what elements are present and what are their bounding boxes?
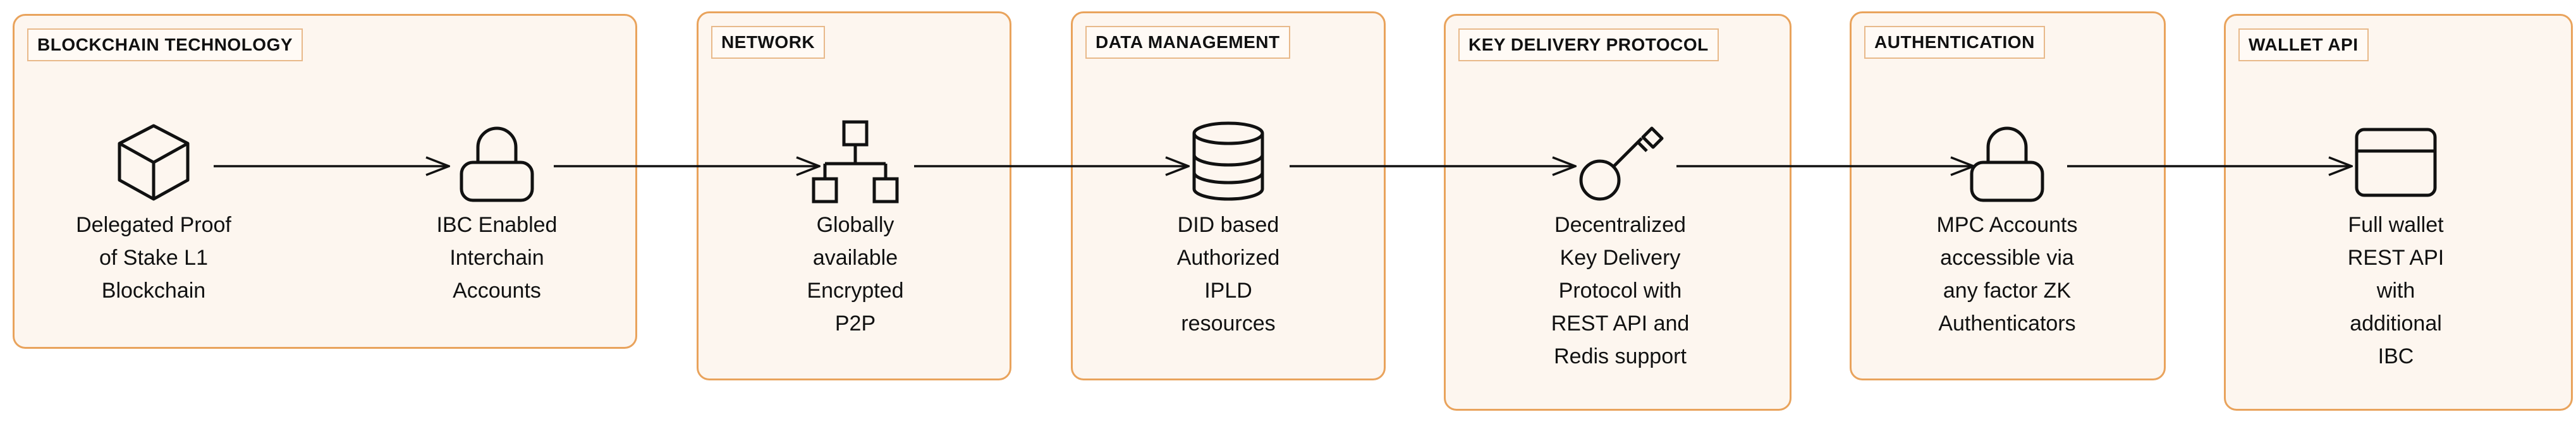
group-key-delivery-protocol: KEY DELIVERY PROTOCOL (1444, 14, 1792, 411)
group-label: KEY DELIVERY PROTOCOL (1458, 28, 1719, 62)
node-label-p2p: Globally available Encrypted P2P (807, 213, 904, 336)
group-label: DATA MANAGEMENT (1085, 26, 1290, 59)
group-label: BLOCKCHAIN TECHNOLOGY (27, 28, 303, 62)
node-label-wallet: Full wallet REST API with additional IBC (2347, 213, 2445, 368)
node-label-ibc: IBC Enabled Interchain Accounts (436, 213, 558, 303)
lock-icon (1963, 118, 2051, 207)
group-data-management: DATA MANAGEMENT (1071, 11, 1386, 380)
group-authentication: AUTHENTICATION (1850, 11, 2166, 380)
cube-icon (109, 118, 198, 207)
group-label: NETWORK (711, 26, 826, 59)
group-label: AUTHENTICATION (1864, 26, 2045, 59)
node-label-mpc: MPC Accounts accessible via any factor Z… (1936, 213, 2078, 336)
group-network: NETWORK (697, 11, 1011, 380)
node-label-kdp: Decentralized Key Delivery Protocol with… (1551, 213, 1690, 368)
group-wallet-api: WALLET API (2224, 14, 2573, 411)
node-label-dpos: Delegated Proof of Stake L1 Blockchain (76, 213, 231, 303)
card-icon (2352, 118, 2440, 207)
lock-icon (453, 118, 541, 207)
node-label-ipld: DID based Authorized IPLD resources (1176, 213, 1280, 336)
database-icon (1184, 118, 1273, 207)
group-label: WALLET API (2238, 28, 2369, 62)
key-icon (1576, 118, 1664, 207)
network-icon (811, 118, 900, 207)
